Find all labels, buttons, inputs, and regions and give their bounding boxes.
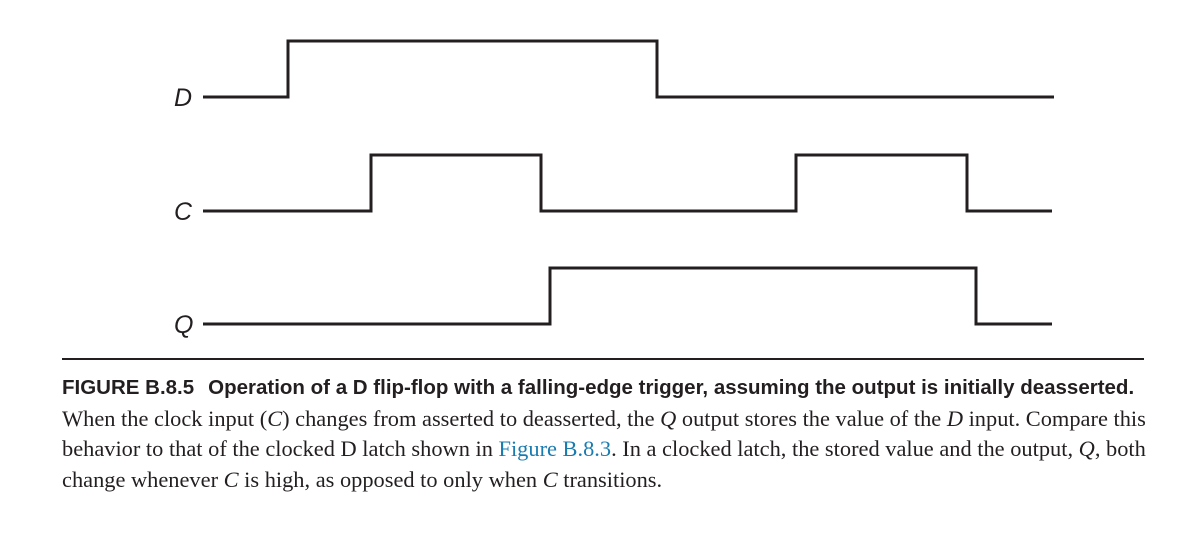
signal-label-q: Q xyxy=(174,311,193,339)
caption-signal-c: C xyxy=(267,405,283,431)
signal-label-c: C xyxy=(174,198,193,226)
caption-text: ) changes from asserted to deasserted, t… xyxy=(282,405,661,431)
figure-caption: FIGURE B.8.5 Operation of a D flip-flop w… xyxy=(62,372,1152,495)
caption-signal-c: C xyxy=(542,466,558,492)
caption-signal-q: Q xyxy=(660,405,677,431)
signal-waveform-q xyxy=(203,266,1052,326)
signal-label-d: D xyxy=(174,84,192,112)
signal-waveform-c xyxy=(203,153,1052,213)
caption-signal-q: Q xyxy=(1078,436,1095,461)
timing-diagram: D C Q xyxy=(174,39,1054,339)
caption-signal-d: D xyxy=(946,405,963,431)
signal-waveform-d xyxy=(203,39,1054,99)
figure-link[interactable]: Figure B.8.3 xyxy=(498,436,612,461)
caption-text: output stores the value of the xyxy=(676,405,947,431)
caption-text: input. Compare this behavior to that of … xyxy=(62,405,1146,462)
figure-number: FIGURE B.8.5 xyxy=(62,376,195,399)
caption-text: . In a clocked latch, the stored value a… xyxy=(611,436,1079,461)
caption-text: is high, as opposed to only when xyxy=(238,466,543,492)
figure-title: Operation of a D flip-flop with a fallin… xyxy=(208,376,1135,399)
caption-text: , both change whenever xyxy=(62,436,1146,492)
caption-divider xyxy=(62,358,1144,360)
caption-signal-c: C xyxy=(223,466,239,492)
caption-text: transitions. xyxy=(557,466,663,492)
caption-text: When the clock input ( xyxy=(62,405,268,431)
